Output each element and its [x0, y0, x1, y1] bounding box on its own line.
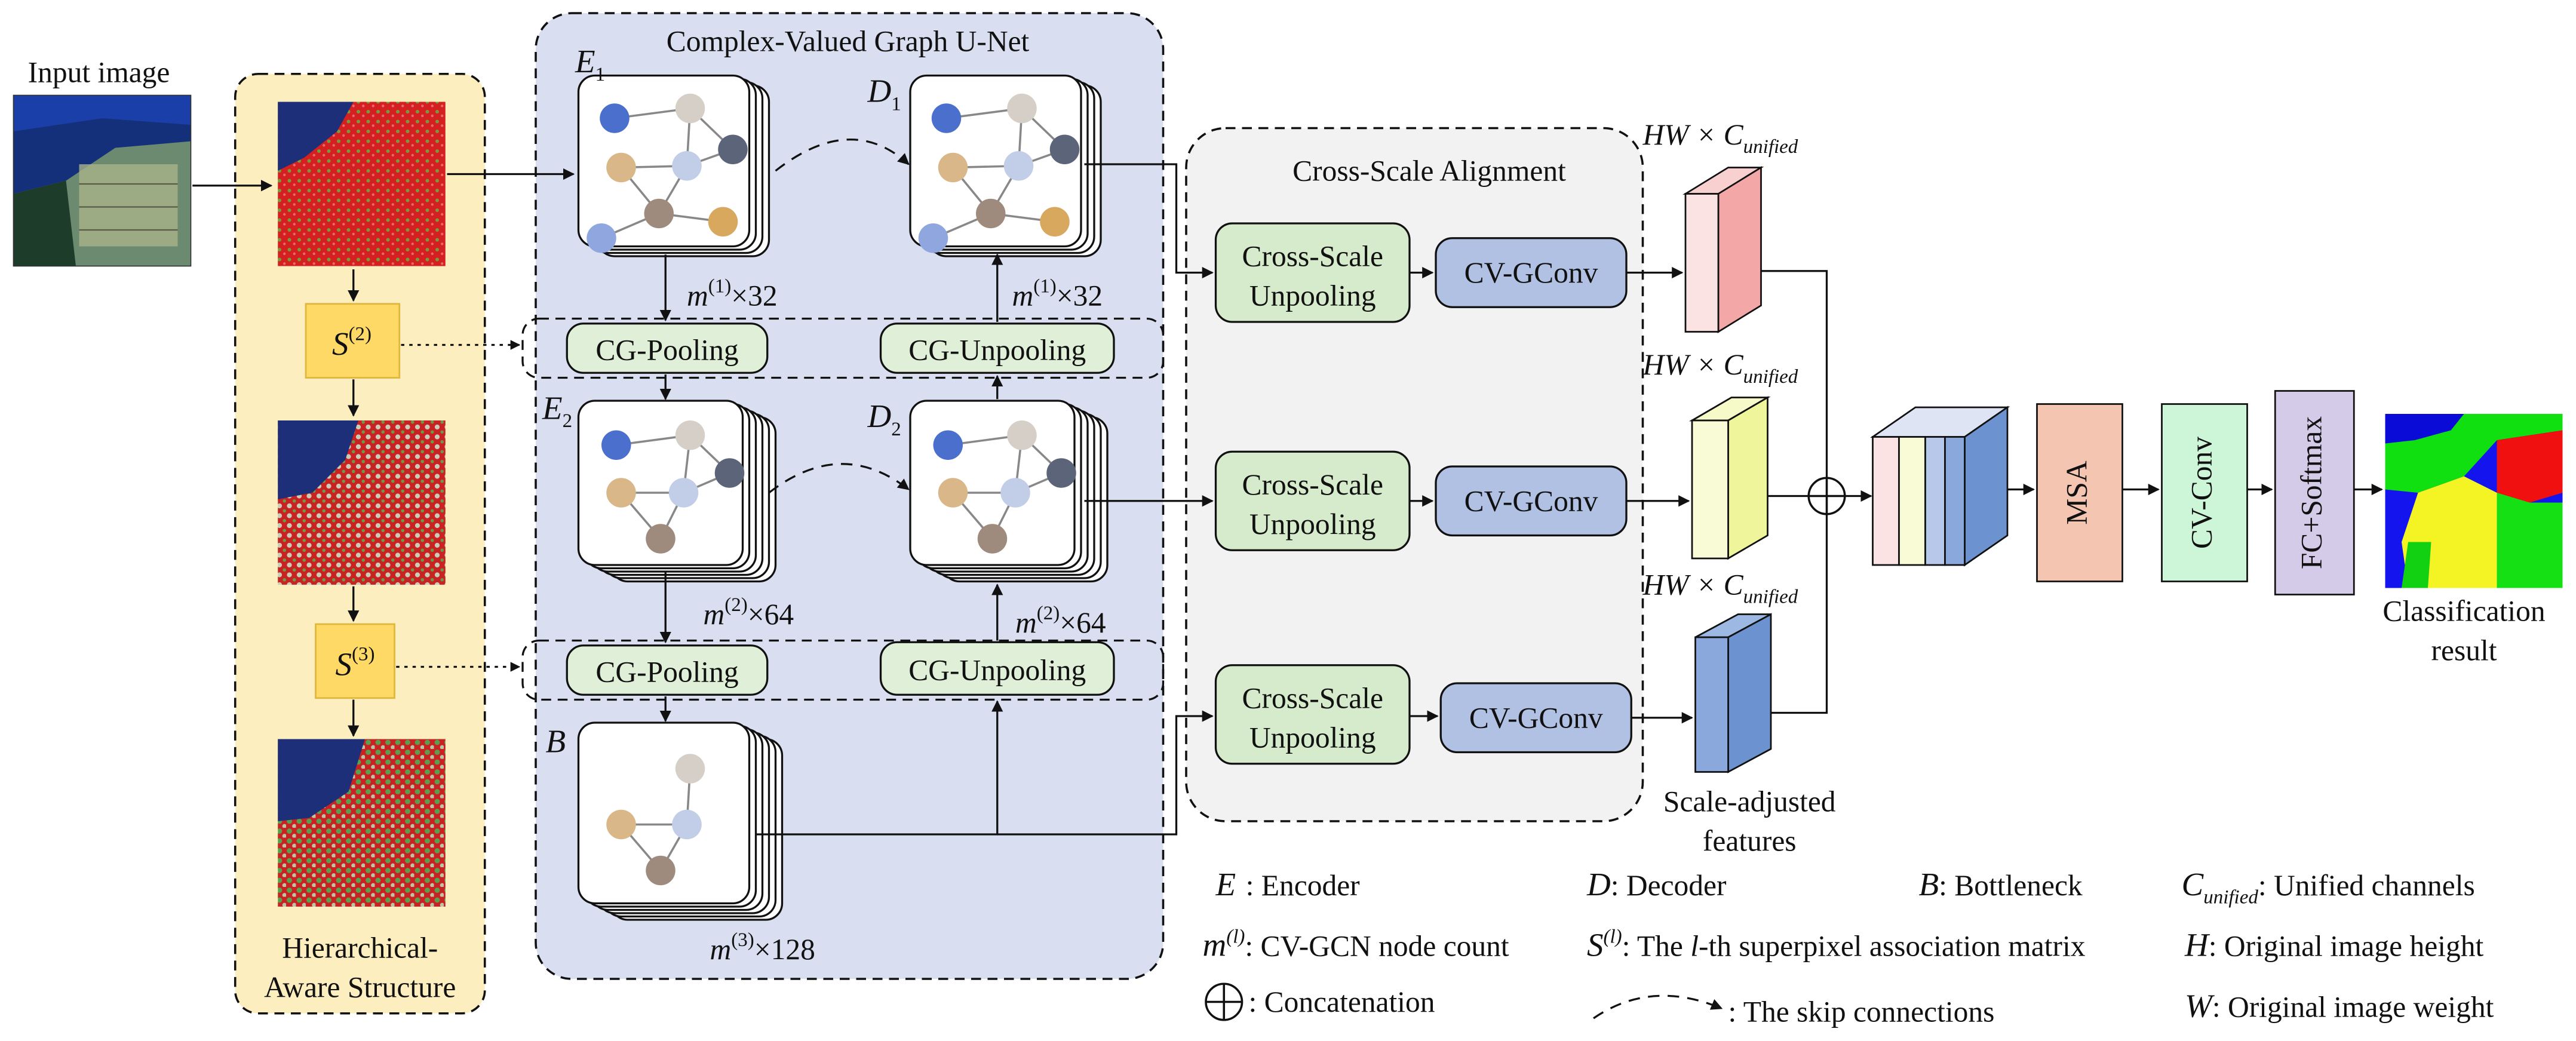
svg-text:Unpooling: Unpooling	[1249, 721, 1376, 754]
s3-symbol: S	[336, 646, 352, 682]
svg-text:Cross-Scale: Cross-Scale	[1242, 240, 1383, 273]
cv-conv-block: CV-Conv	[2161, 403, 2248, 582]
hierarchical-label-line2: Aware Structure	[264, 971, 456, 1003]
result-label-line2: result	[2431, 634, 2497, 667]
legend-skip-connections: : The skip connections	[1728, 996, 1995, 1028]
encoder-e2-stack	[577, 400, 777, 583]
concatenated-feature-block	[1870, 406, 2010, 567]
scale-adjusted-line1: Scale-adjusted	[1663, 785, 1836, 818]
svg-text:CV-GConv: CV-GConv	[1469, 701, 1603, 734]
csa-title: Cross-Scale Alignment	[1292, 155, 1566, 188]
svg-text:Cross-Scale: Cross-Scale	[1242, 681, 1383, 714]
b-label: B	[546, 723, 566, 760]
s2-superscript: (2)	[349, 323, 371, 345]
svg-text:CG-Unpooling: CG-Unpooling	[908, 654, 1086, 687]
legend-decoder: D: Decoder	[1586, 866, 1727, 902]
node-count-e1: m(1)×32	[687, 276, 778, 312]
connection-lines	[192, 138, 2383, 836]
legend-concat-symbol	[1205, 982, 1244, 1021]
cross-scale-unpooling-1: Cross-Scale Unpooling	[1214, 222, 1411, 323]
legend-height: H: Original image height	[2184, 927, 2483, 963]
svg-text:CG-Unpooling: CG-Unpooling	[908, 333, 1086, 366]
svg-text:FC+Softmax: FC+Softmax	[2295, 416, 2328, 569]
superpixel-image-level-2	[278, 420, 446, 585]
pooling-band-2	[521, 639, 1165, 701]
legend-encoder: E: Encoder	[1215, 866, 1361, 902]
cg-pooling-1: CG-Pooling	[566, 323, 769, 374]
svg-text:S(3): S(3)	[336, 644, 375, 683]
node-count-b: m(3)×128	[710, 929, 815, 966]
superpixel-image-level-1	[278, 102, 446, 266]
feature-dim-label-2: HW × Cunified	[1642, 348, 1798, 388]
s3-superscript: (3)	[352, 644, 374, 665]
legend-bottleneck: B: Bottleneck	[1919, 866, 2083, 902]
feature-block-yellow	[1688, 396, 1771, 560]
cv-gconv-1: CV-GConv	[1435, 237, 1628, 308]
concatenation-operator	[1807, 477, 1846, 515]
decoder-d1-stack	[909, 74, 1102, 257]
legend-skip-symbol	[1593, 994, 1723, 1019]
feature-block-red	[1682, 166, 1764, 333]
svg-text:Unpooling: Unpooling	[1249, 508, 1376, 541]
cross-scale-unpooling-2: Cross-Scale Unpooling	[1214, 450, 1411, 551]
feature-dim-label-1: HW × Cunified	[1642, 118, 1798, 158]
fc-softmax-block: FC+Softmax	[2274, 390, 2355, 595]
node-count-d1: m(1)×32	[1012, 276, 1103, 312]
legend-weight: W: Original image weight	[2185, 987, 2494, 1024]
d2-label: D2	[867, 398, 901, 440]
svg-text:CG-Pooling: CG-Pooling	[595, 655, 738, 688]
cross-scale-unpooling-3: Cross-Scale Unpooling	[1214, 664, 1411, 765]
svg-text:S(2): S(2)	[332, 323, 371, 362]
result-label-line1: Classification	[2382, 595, 2545, 628]
e2-label: E2	[542, 389, 572, 432]
classification-result-map	[2385, 414, 2563, 588]
unet-title: Complex-Valued Graph U-Net	[667, 24, 1030, 57]
s3-association-matrix: S(3)	[315, 623, 395, 699]
s2-association-matrix: S(2)	[305, 303, 401, 379]
s2-symbol: S	[332, 325, 349, 362]
e1-label: E1	[575, 43, 605, 85]
scale-adjusted-line2: features	[1703, 825, 1797, 858]
cv-gconv-3: CV-GConv	[1439, 682, 1632, 754]
hierarchical-label-line1: Hierarchical-	[282, 931, 438, 964]
msa-block: MSA	[2036, 403, 2123, 582]
svg-text:Unpooling: Unpooling	[1249, 280, 1376, 312]
svg-text:MSA: MSA	[2060, 460, 2093, 525]
legend-association-matrix: S(l): The l-th superpixel association ma…	[1587, 926, 2086, 963]
legend-concatenation: : Concatenation	[1249, 985, 1435, 1018]
cg-unpooling-1: CG-Unpooling	[879, 323, 1115, 374]
feature-dim-label-3: HW × Cunified	[1642, 569, 1798, 608]
pooling-band-1	[521, 317, 1165, 379]
decoder-d2-stack	[909, 400, 1109, 583]
svg-text:Cross-Scale: Cross-Scale	[1242, 468, 1383, 501]
svg-text:CV-Conv: CV-Conv	[2185, 437, 2218, 549]
svg-text:CG-Pooling: CG-Pooling	[595, 333, 738, 366]
d1-label: D1	[867, 73, 901, 115]
node-count-e2: m(2)×64	[704, 594, 794, 631]
svg-text:CV-GConv: CV-GConv	[1464, 256, 1598, 289]
node-count-d2: m(2)×64	[1015, 603, 1106, 639]
legend: E: Encoder D: Decoder B: Bottleneck Cuni…	[1203, 866, 2494, 1028]
cv-gconv-2: CV-GConv	[1435, 465, 1628, 537]
legend-unified-channels: Cunified: Unified channels	[2182, 866, 2475, 908]
encoder-e1-stack	[577, 74, 770, 257]
superpixel-image-level-3	[278, 739, 446, 907]
cg-unpooling-2: CG-Unpooling	[879, 641, 1115, 696]
bottleneck-b-stack	[577, 721, 784, 921]
feature-block-blue	[1694, 613, 1772, 773]
svg-text:CV-GConv: CV-GConv	[1464, 484, 1598, 517]
input-image	[13, 94, 192, 267]
legend-node-count: m(l): CV-GCN node count	[1203, 926, 1509, 963]
input-image-label: Input image	[28, 56, 170, 89]
cg-pooling-2: CG-Pooling	[566, 644, 769, 696]
